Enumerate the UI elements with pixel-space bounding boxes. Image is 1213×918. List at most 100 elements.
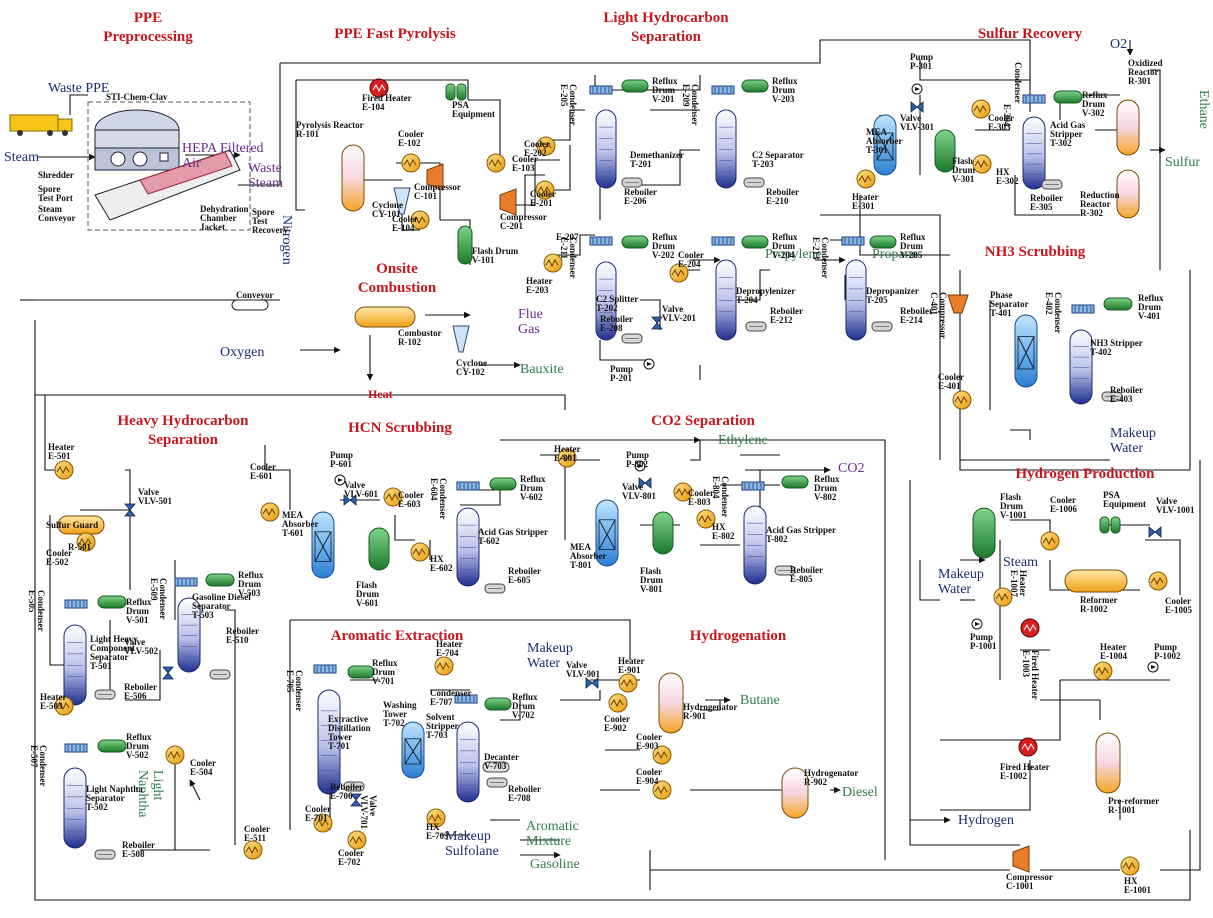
- acid-t602-label: Acid Gas StripperT-602: [478, 527, 548, 546]
- pipe-line: [910, 480, 1020, 845]
- condenser-e509-icon: [175, 578, 197, 586]
- oxidized-reactor-r301-icon: [1117, 100, 1139, 155]
- stream-diesel: Diesel: [842, 785, 878, 800]
- condenser-e304-icon: [1023, 95, 1045, 103]
- psa-eq-label: PSAEquipment: [452, 100, 495, 119]
- reboiler-e506-icon: [95, 690, 115, 699]
- condenser-e213-icon: [712, 237, 734, 245]
- condenser-e604-label: CondenserE-604: [429, 478, 448, 520]
- hx-e1001-icon: [1121, 857, 1139, 875]
- acid-t802-label: Acid Gas StripperT-802: [766, 525, 836, 544]
- stream-gasoline: Gasoline: [530, 857, 580, 872]
- pipe-line: [35, 395, 565, 410]
- reflux-drum-v201-icon: [622, 80, 648, 92]
- reflux-v202-label: RefluxDrumV-202: [652, 232, 678, 260]
- condenser-e205-label: CondenserE-205: [559, 84, 578, 126]
- hx-e302-icon: [973, 155, 991, 173]
- reflux-drum-v702-icon: [485, 698, 511, 710]
- acid-gas-stripper-t302-icon: [1023, 117, 1045, 189]
- shredder-label: Shredder: [38, 170, 74, 180]
- reboiler-e208-label: ReboilerE-208: [600, 314, 633, 333]
- condenser-e209-icon: [712, 86, 734, 94]
- fired-heater-e1002-label: Fired HeaterE-1002: [1000, 762, 1050, 781]
- reflux-drum-v701-icon: [348, 666, 374, 678]
- stream-ethylene: Ethylene: [718, 433, 768, 448]
- section-title-hydrogen-production: Hydrogen Production: [1015, 466, 1155, 482]
- pipe-line: [80, 470, 130, 510]
- cooler-e201-label: CoolerE-201: [530, 189, 556, 208]
- reboiler-e212-label: ReboilerE-212: [770, 306, 803, 325]
- cooler-e202-label: CoolerE-202: [524, 139, 550, 158]
- combustor-r102-icon: [355, 307, 415, 327]
- pump-p1002-label: PumpP-1002: [1154, 642, 1181, 661]
- condenser-e209-label: CondenserE-209: [681, 84, 700, 126]
- condenser-e604-icon: [457, 482, 479, 490]
- flash-v601-label: FlashDrumV-601: [356, 580, 379, 608]
- dehydration-label: DehydrationChamberJacket: [200, 204, 249, 232]
- pipe-line: [190, 780, 200, 800]
- stream-ethane: Ethane: [1196, 90, 1211, 129]
- section-title-hydrogenation: Hydrogenation: [690, 628, 787, 644]
- stream-hydrogen: Hydrogen: [958, 813, 1014, 828]
- sulfur-guard-label: Sulfur Guard: [46, 520, 98, 530]
- reboiler-e708-label: ReboilerE-708: [508, 784, 541, 803]
- section-title-fast-pyrolysis: PPE Fast Pyrolysis: [334, 26, 456, 42]
- cooler-e204-label: CoolerE-204: [678, 250, 704, 269]
- psa-equipment-icon: [446, 84, 466, 100]
- pipe-line: [395, 515, 415, 540]
- stream-o2: O2: [1110, 37, 1127, 52]
- stream-waste-ppe: Waste PPE: [48, 81, 109, 96]
- condenser-e705-label: CondenserE-705: [285, 670, 304, 712]
- stream-co2-out: CO2: [838, 461, 864, 476]
- cooler-e902-icon: [609, 694, 627, 712]
- stream-makeup-water-nh3: MakeupWater: [1110, 426, 1156, 456]
- reboiler-e508-icon: [95, 850, 115, 859]
- reboiler-e508-label: ReboilerE-508: [122, 840, 155, 859]
- heater-e1007-label: HeaterE-1007: [1009, 570, 1028, 598]
- condenser-e213-label: CondenserE-213: [811, 237, 830, 279]
- heater-e301-label: HeaterE-301: [852, 192, 878, 211]
- phase-sep-t401-label: PhaseSeparatorT-401: [990, 290, 1029, 318]
- pre-reformer-r1001-icon: [1096, 733, 1120, 793]
- psa-1-label: PSAEquipment: [1103, 490, 1146, 509]
- demethanizer-column-icon: [596, 110, 616, 188]
- condenser-e402-label: CondenserE-402: [1044, 292, 1063, 334]
- cooler-e401-label: CoolerE-401: [938, 372, 964, 391]
- stream-butane: Butane: [740, 693, 780, 708]
- c2-separator-column-icon: [716, 110, 736, 188]
- compressor-c201-label: CompressorC-201: [500, 212, 547, 231]
- condenser-e804-label: CondenserE-804: [711, 476, 730, 518]
- autoclave-dome-icon: [95, 110, 179, 130]
- condenser-e705-icon: [314, 665, 336, 673]
- reflux-drum-v202-icon: [622, 236, 648, 248]
- pump-p1001-icon: [972, 619, 982, 629]
- pre-reformer-label: Pre-reformerR-1001: [1108, 796, 1159, 815]
- stream-light-naphtha: LightNaphtha: [135, 770, 165, 818]
- heater-e501-label: HeaterE-501: [48, 442, 74, 461]
- cooler-e1005-label: CoolerE-1005: [1165, 596, 1193, 615]
- reformer-r1002-icon: [1065, 570, 1127, 592]
- reflux-drum-v401-icon: [1104, 298, 1132, 310]
- reflux-v302-label: RefluxDrumV-302: [1082, 90, 1108, 118]
- heater-e1004-label: HeaterE-1004: [1100, 642, 1128, 661]
- reboiler-e403-label: ReboilerE-403: [1110, 385, 1143, 404]
- valve-vlv201-label: ValveVLV-201: [662, 304, 697, 323]
- condenser-e505-icon: [65, 600, 87, 608]
- reflux-drum-v802-icon: [782, 476, 808, 488]
